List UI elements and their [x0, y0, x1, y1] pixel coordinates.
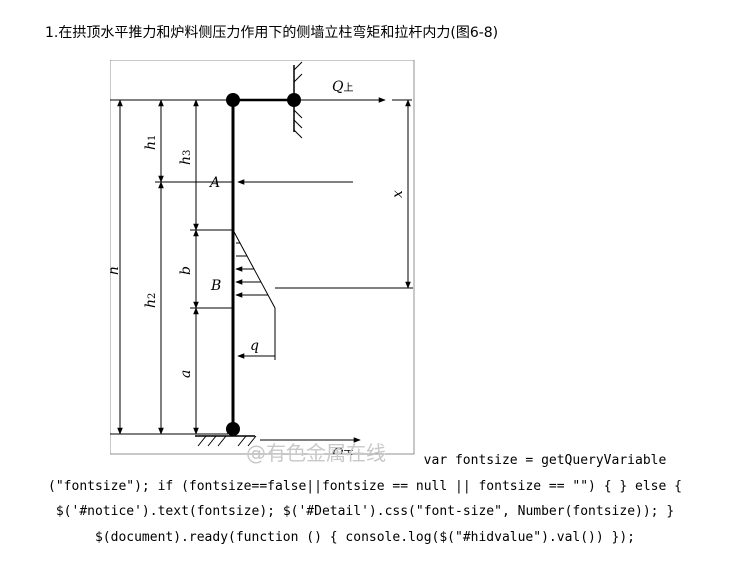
x-label: x — [390, 190, 406, 198]
q-bottom-label: Q下 — [332, 446, 353, 455]
base-node — [226, 422, 240, 436]
a-label: a — [178, 370, 194, 378]
distributed-load — [232, 229, 276, 360]
point-b-label: B — [210, 278, 221, 294]
section-heading: 1.在拱顶水平推力和炉料侧压力作用下的侧墙立柱弯矩和拉杆内力(图6-8) — [45, 25, 499, 41]
point-a-label: A — [208, 175, 220, 191]
h1-label: h1 — [143, 135, 159, 150]
h2-label: h2 — [143, 293, 159, 308]
top-node — [226, 93, 240, 107]
dimension-lines — [110, 99, 413, 435]
watermark: @有色金属在线 — [246, 441, 386, 465]
q-top-label: Q上 — [332, 79, 353, 95]
rotated-labels: h h1 h2 h3 b a x — [110, 135, 406, 378]
ground-support — [195, 435, 361, 447]
column-force-diagram: Q上 Q下 A B h h1 h2 h3 b a x q — [110, 60, 415, 455]
b-label: b — [178, 266, 194, 275]
diagram-svg: Q上 Q下 A B h h1 h2 h3 b a x q — [110, 60, 415, 455]
q-load-label: q — [250, 338, 259, 354]
script-code-text: var fontsize = getQueryVariable ("fontsi… — [48, 453, 690, 545]
h3-label: h3 — [178, 150, 194, 165]
right-support — [293, 61, 303, 139]
h-label: h — [110, 266, 122, 275]
figure-frame — [110, 60, 415, 455]
